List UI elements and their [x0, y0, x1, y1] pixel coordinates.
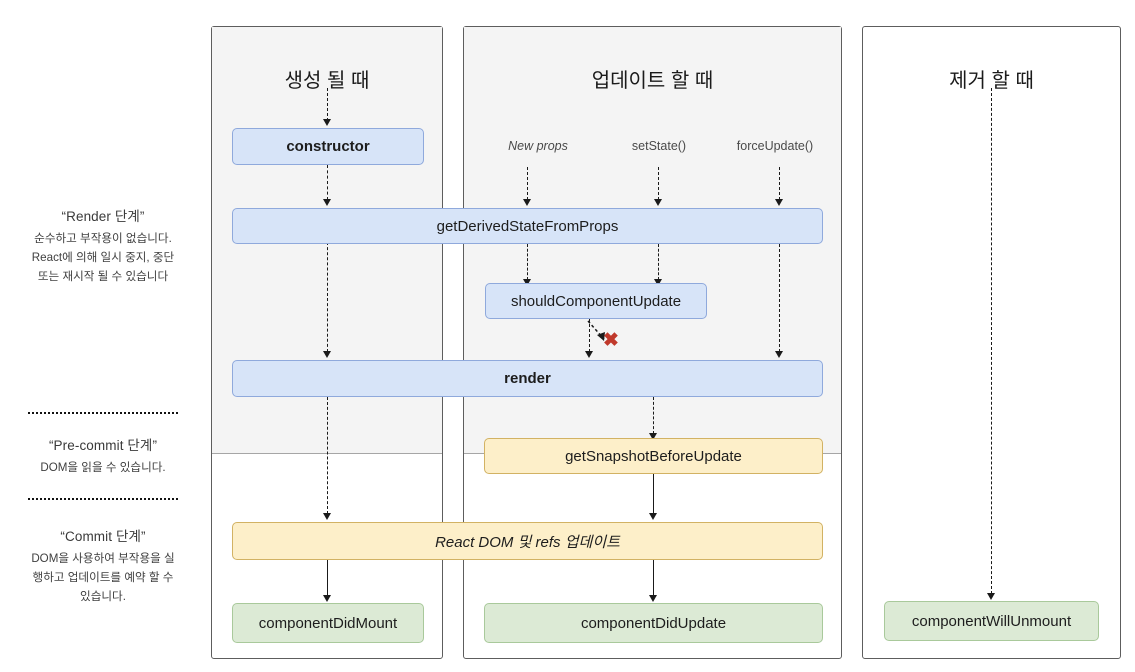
legend-render-phase: “Render 단계” 순수하고 부작용이 없습니다. React에 의해 일시… [0, 205, 206, 286]
panel-title-unmounting: 제거 할 때 [949, 70, 1034, 92]
box-component-will-unmount[interactable]: componentWillUnmount [884, 601, 1099, 641]
flow-line [589, 319, 590, 352]
flow-line [779, 167, 780, 200]
trigger-new-props: New props [508, 139, 568, 153]
flow-arrowhead [322, 199, 331, 206]
legend-column: “Render 단계” 순수하고 부작용이 없습니다. React에 의해 일시… [0, 0, 206, 672]
flow-line [327, 242, 328, 352]
box-should-component-update[interactable]: shouldComponentUpdate [485, 283, 707, 319]
flow-arrowhead [653, 199, 662, 206]
flow-line [527, 244, 528, 280]
legend-body: DOM을 읽을 수 있습니다. [40, 461, 166, 474]
box-component-did-update[interactable]: componentDidUpdate [484, 603, 823, 643]
box-constructor[interactable]: constructor [232, 128, 424, 165]
legend-commit-phase: “Commit 단계” DOM을 사용하여 부작용을 실행하고 업데이트를 예약… [0, 525, 206, 606]
legend-body: 순수하고 부작용이 없습니다. React에 의해 일시 중지, 중단 또는 재… [31, 232, 175, 283]
flow-line [327, 88, 328, 121]
flow-arrowhead [522, 199, 531, 206]
flow-line [658, 167, 659, 200]
box-get-derived-state-from-props[interactable]: getDerivedStateFromProps [232, 208, 823, 244]
trigger-force-update: forceUpdate() [736, 139, 814, 153]
flow-line [991, 88, 992, 594]
flow-line [658, 244, 659, 280]
flow-arrowhead [648, 433, 657, 440]
legend-divider-top [28, 412, 178, 414]
flow-arrowhead [522, 279, 531, 286]
flow-line [653, 560, 654, 596]
skip-update-icon: ✖ [603, 330, 619, 351]
flow-line [779, 244, 780, 352]
legend-title: “Render 단계” [61, 209, 145, 224]
flow-line [653, 397, 654, 434]
flow-arrowhead [648, 595, 657, 602]
flow-arrowhead [986, 593, 995, 600]
flow-arrowhead [322, 351, 331, 358]
flow-line-skip [587, 320, 605, 341]
flow-arrowhead [322, 119, 331, 126]
box-component-did-mount[interactable]: componentDidMount [232, 603, 424, 643]
flow-line [327, 397, 328, 514]
flow-line [327, 560, 328, 596]
flow-line [527, 167, 528, 200]
flow-arrowhead [653, 279, 662, 286]
panel-title-updating: 업데이트 할 때 [591, 70, 714, 92]
flow-arrowhead [322, 513, 331, 520]
legend-precommit-phase: “Pre-commit 단계” DOM을 읽을 수 있습니다. [0, 434, 206, 478]
box-get-snapshot-before-update[interactable]: getSnapshotBeforeUpdate [484, 438, 823, 474]
flow-arrowhead [774, 351, 783, 358]
legend-body: DOM을 사용하여 부작용을 실행하고 업데이트를 예약 할 수 있습니다. [31, 552, 175, 603]
flow-arrowhead [322, 595, 331, 602]
flow-arrowhead [774, 199, 783, 206]
panel-title-mounting: 생성 될 때 [284, 70, 370, 92]
box-react-dom-refs-update[interactable]: React DOM 및 refs 업데이트 [232, 522, 823, 560]
flow-arrowhead [584, 351, 593, 358]
flow-line [653, 474, 654, 514]
flow-line [327, 165, 328, 200]
trigger-set-state: setState() [631, 139, 687, 153]
legend-title: “Commit 단계” [60, 529, 146, 544]
legend-divider-bottom [28, 498, 178, 500]
box-render[interactable]: render [232, 360, 823, 397]
legend-title: “Pre-commit 단계” [48, 438, 158, 453]
flow-arrowhead [648, 513, 657, 520]
